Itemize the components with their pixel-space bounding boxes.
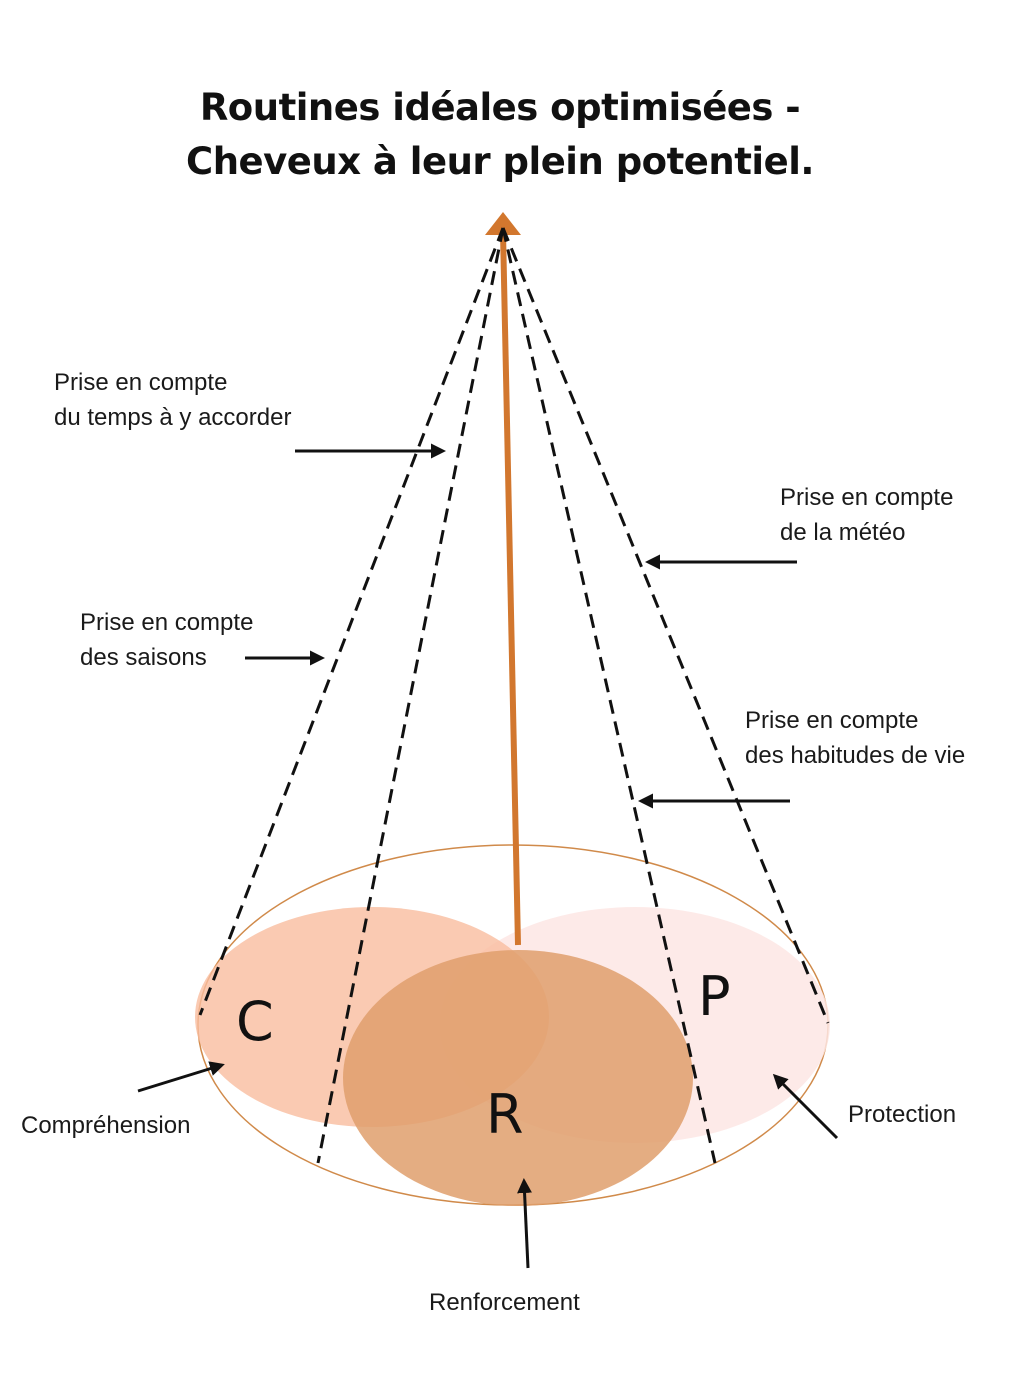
cone-line-outer-right	[501, 227, 830, 1024]
cone-line-outer-left	[198, 227, 505, 1016]
label-temps: Prise en compte du temps à y accorder	[54, 365, 291, 435]
label-saisons-line1: Prise en compte	[80, 609, 254, 636]
label-protection: Protection	[848, 1101, 957, 1128]
letter-c: C	[236, 990, 274, 1053]
letter-p: P	[698, 965, 731, 1028]
potential-arrow-shaft	[500, 231, 521, 946]
arrow-comprehension	[137, 1061, 225, 1093]
label-meteo-line1: Prise en compte	[780, 484, 954, 511]
label-temps-line1: Prise en compte	[54, 369, 228, 396]
letter-r: R	[486, 1083, 524, 1146]
arrow-renforcement	[517, 1178, 533, 1269]
label-renforcement: Renforcement	[429, 1289, 580, 1316]
arrow-protection	[772, 1073, 839, 1140]
title-line-2: Cheveux à leur plein potentiel.	[186, 140, 814, 183]
label-habitudes-line2: des habitudes de vie	[745, 742, 966, 769]
label-saisons-line2: des saisons	[80, 644, 207, 671]
renforcement-circle	[343, 950, 693, 1206]
cone-line-inner-left	[316, 227, 505, 1164]
label-meteo-line2: de la météo	[780, 519, 906, 546]
label-habitudes: Prise en compte des habitudes de vie	[745, 703, 965, 773]
label-habitudes-line1: Prise en compte	[745, 707, 919, 734]
label-saisons: Prise en compte des saisons	[80, 605, 253, 675]
potential-arrow-head	[485, 212, 521, 235]
label-meteo: Prise en compte de la météo	[780, 480, 953, 550]
title-line-1: Routines idéales optimisées -	[199, 86, 801, 129]
label-temps-line2: du temps à y accorder	[54, 404, 292, 431]
cone-line-inner-right	[501, 227, 717, 1164]
label-comprehension: Compréhension	[21, 1112, 191, 1139]
